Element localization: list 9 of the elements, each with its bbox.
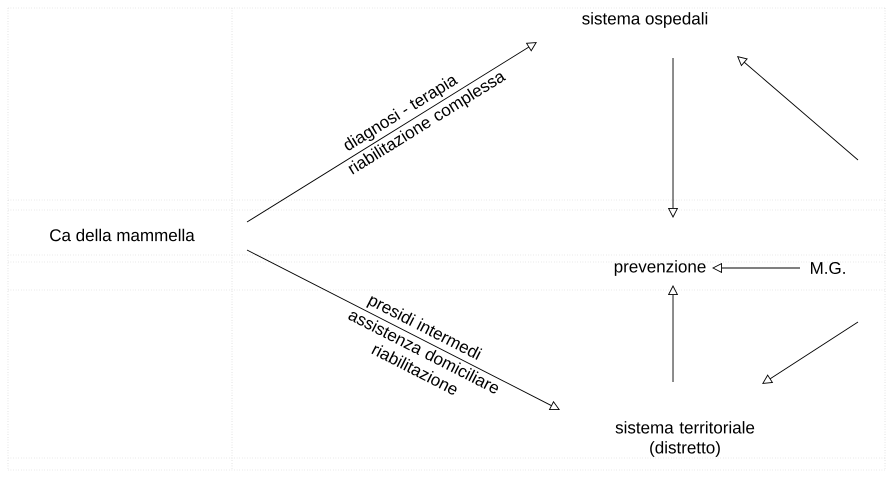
label-text: M.G. [811, 262, 845, 274]
arrow [246, 250, 560, 410]
arrow [246, 42, 537, 222]
arrow [737, 56, 858, 160]
label-text: prevenzione [614, 260, 706, 276]
arrow [762, 322, 858, 384]
label-text: sistema territoriale (distretto) [616, 421, 754, 457]
label-text: sistema ospedali [582, 12, 708, 28]
label-text: Ca della mammella [50, 228, 195, 242]
